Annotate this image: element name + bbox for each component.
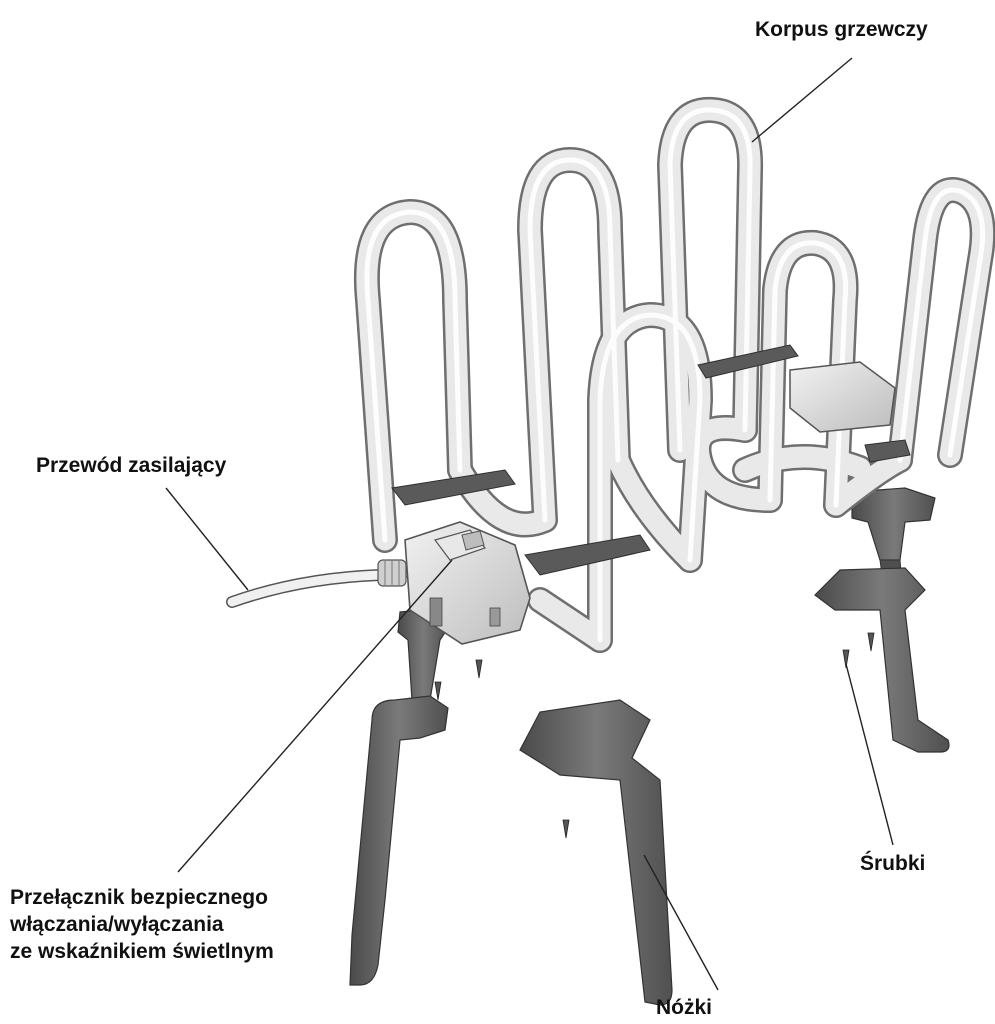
label-feet: Nóżki — [656, 994, 712, 1021]
label-switch-line-3: ze wskaźnikiem świetlnym — [10, 938, 274, 965]
foot-front-middle — [520, 700, 672, 1005]
rear-housing — [790, 362, 895, 432]
leader-screws — [846, 664, 893, 845]
label-heating-body: Korpus grzewczy — [755, 16, 928, 43]
leader-heating-body — [752, 58, 852, 142]
foot-front-right — [815, 568, 949, 752]
label-screws: Śrubki — [860, 850, 925, 877]
foot-front-left — [350, 696, 448, 985]
cord-strain-relief — [378, 560, 406, 586]
label-safety-switch: Przełącznik bezpiecznego włączania/wyłąc… — [10, 884, 274, 965]
power-cord — [232, 560, 406, 602]
label-switch-line-1: Przełącznik bezpiecznego — [10, 884, 274, 911]
label-switch-line-2: włączania/wyłączania — [10, 911, 274, 938]
label-power-cord: Przewód zasilający — [36, 452, 226, 479]
leader-power-cord — [166, 488, 248, 590]
